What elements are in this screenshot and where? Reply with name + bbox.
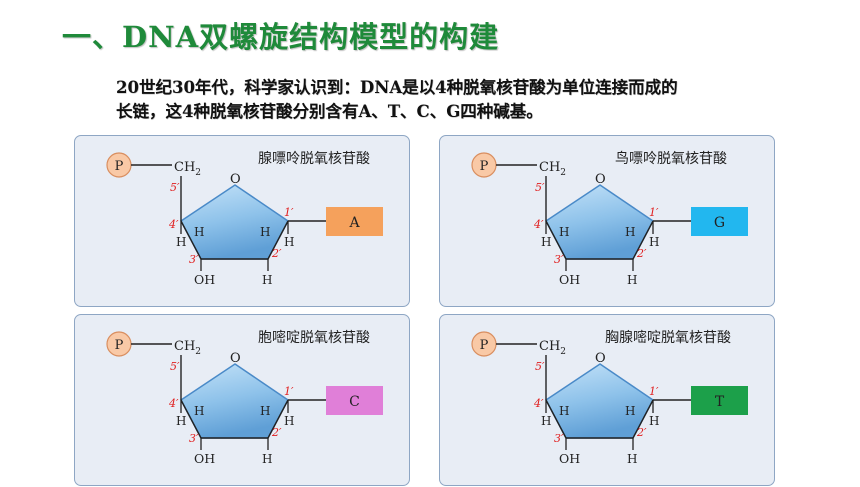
ring-bond <box>267 399 289 439</box>
base-box <box>691 386 748 415</box>
nucleotide-structure-diagram: P CH2 5′ O 1′ T 4′ H H H H <box>471 331 748 466</box>
phosphate-label: P <box>480 159 489 174</box>
nucleotide-panel-c: P CH2 5′ O 1′ C 4′ H H H H <box>74 314 410 486</box>
c4-h-inner: H <box>559 225 569 239</box>
ring-bond <box>180 220 202 260</box>
intro-line-1: 20世纪30年代，科学家认识到：DNA是以4种脱氧核苷酸为单位连接而成的 <box>116 78 678 97</box>
base-box <box>326 207 383 236</box>
c4-h-inner: H <box>559 404 569 418</box>
c5-label: 5′ <box>535 360 545 373</box>
c1-h-outer: H <box>649 414 659 428</box>
oxygen-label: O <box>595 351 606 366</box>
c4-label: 4′ <box>533 397 544 410</box>
base-letter: G <box>714 215 725 231</box>
c2-h: H <box>627 452 637 466</box>
c2-label: 2′ <box>636 247 647 260</box>
base-box <box>691 207 748 236</box>
c2-label: 2′ <box>271 247 282 260</box>
c2-label: 2′ <box>271 426 282 439</box>
c5-label: 5′ <box>170 181 180 194</box>
c3-oh: OH <box>194 451 215 466</box>
c4-h-inner: H <box>194 225 204 239</box>
intro-text: 20世纪30年代，科学家认识到：DNA是以4种脱氧核苷酸为单位连接而成的 长链，… <box>116 76 836 124</box>
phosphate-label: P <box>115 159 124 174</box>
ch2-subscript: 2 <box>560 347 566 357</box>
c1-h-inner: H <box>625 404 635 418</box>
ch2-subscript: 2 <box>195 168 201 178</box>
page-title: 一、DNA双螺旋结构模型的构建 <box>62 20 500 54</box>
phosphate-label: P <box>480 338 489 353</box>
c4-h-inner: H <box>194 404 204 418</box>
ring-bond <box>267 220 289 260</box>
oxygen-label: O <box>230 351 241 366</box>
c1-label: 1′ <box>649 206 659 219</box>
nucleotide-structure-diagram: P CH2 5′ O 1′ A 4′ H H H H <box>106 152 383 287</box>
ch2-label: CH2 <box>539 339 566 357</box>
ch2-label: CH2 <box>539 160 566 178</box>
ch2-label: CH2 <box>174 339 201 357</box>
nucleotide-name: 腺嘌呤脱氧核苷酸 <box>258 151 370 167</box>
ring-bond <box>545 220 567 260</box>
c1-h-outer: H <box>284 235 294 249</box>
ring-bond <box>180 399 202 439</box>
oxygen-label: O <box>230 172 241 187</box>
nucleotide-structure-diagram: P CH2 5′ O 1′ C 4′ H H H H <box>106 331 383 466</box>
c5-label: 5′ <box>535 181 545 194</box>
ring-bond <box>632 399 654 439</box>
c1-label: 1′ <box>284 385 294 398</box>
c4-label: 4′ <box>168 397 179 410</box>
c1-h-outer: H <box>649 235 659 249</box>
nucleotide-panel-t: P CH2 5′ O 1′ T 4′ H H H H <box>439 314 775 486</box>
ring-bond <box>545 399 567 439</box>
c1-label: 1′ <box>284 206 294 219</box>
base-box <box>326 386 383 415</box>
c4-h-outer: H <box>176 235 186 249</box>
c2-label: 2′ <box>636 426 647 439</box>
nucleotide-name: 鸟嘌呤脱氧核苷酸 <box>615 151 727 167</box>
c4-label: 4′ <box>168 218 179 231</box>
c4-h-outer: H <box>541 235 551 249</box>
c5-label: 5′ <box>170 360 180 373</box>
ch2-subscript: 2 <box>195 347 201 357</box>
c4-h-outer: H <box>541 414 551 428</box>
c3-oh: OH <box>559 272 580 287</box>
c1-label: 1′ <box>649 385 659 398</box>
c1-h-outer: H <box>284 414 294 428</box>
c2-h: H <box>627 273 637 287</box>
c3-label: 3′ <box>554 432 564 445</box>
nucleotide-panel-a: P CH2 5′ O 1′ A 4′ H H H H <box>74 135 410 307</box>
intro-line-2: 长链，这4种脱氧核苷酸分别含有A、T、C、G四种碱基。 <box>116 102 543 121</box>
base-letter: C <box>349 394 360 410</box>
c1-h-inner: H <box>260 225 270 239</box>
c4-label: 4′ <box>533 218 544 231</box>
base-letter: T <box>715 394 725 410</box>
ring-bond <box>632 220 654 260</box>
c2-h: H <box>262 452 272 466</box>
nucleotide-name: 胸腺嘧啶脱氧核苷酸 <box>605 330 731 346</box>
c3-oh: OH <box>194 272 215 287</box>
base-letter: A <box>348 215 360 231</box>
c3-label: 3′ <box>189 253 199 266</box>
nucleotide-structure-diagram: P CH2 5′ O 1′ G 4′ H H H H <box>471 152 748 287</box>
nucleotide-panel-g: P CH2 5′ O 1′ G 4′ H H H H <box>439 135 775 307</box>
nucleotide-name: 胞嘧啶脱氧核苷酸 <box>258 330 370 346</box>
ch2-subscript: 2 <box>560 168 566 178</box>
c3-label: 3′ <box>189 432 199 445</box>
c4-h-outer: H <box>176 414 186 428</box>
c3-oh: OH <box>559 451 580 466</box>
phosphate-label: P <box>115 338 124 353</box>
oxygen-label: O <box>595 172 606 187</box>
c1-h-inner: H <box>260 404 270 418</box>
ch2-label: CH2 <box>174 160 201 178</box>
c1-h-inner: H <box>625 225 635 239</box>
c2-h: H <box>262 273 272 287</box>
c3-label: 3′ <box>554 253 564 266</box>
